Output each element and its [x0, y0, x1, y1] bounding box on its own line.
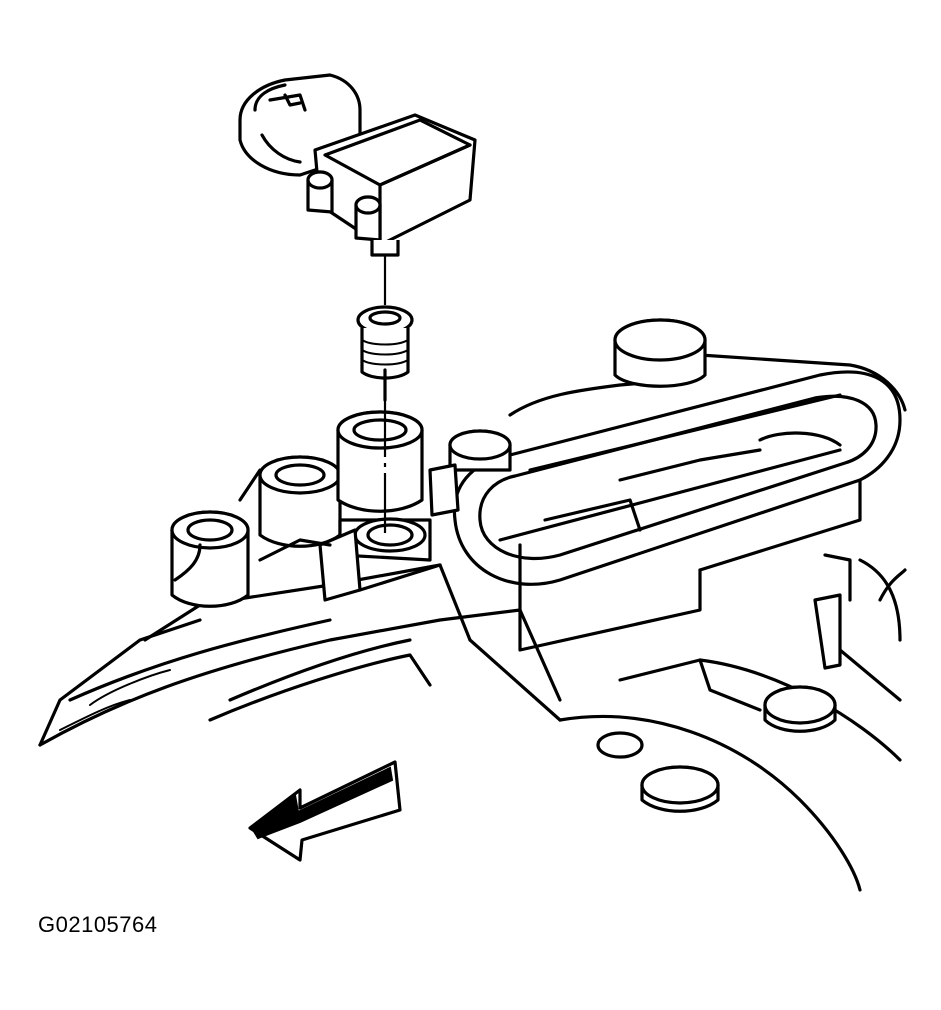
front-direction-arrow [248, 760, 402, 862]
o-ring-seal [356, 305, 414, 402]
map-sensor [238, 73, 477, 257]
figure-id-label: G02105764 [38, 912, 158, 937]
intake-manifold [38, 318, 907, 892]
